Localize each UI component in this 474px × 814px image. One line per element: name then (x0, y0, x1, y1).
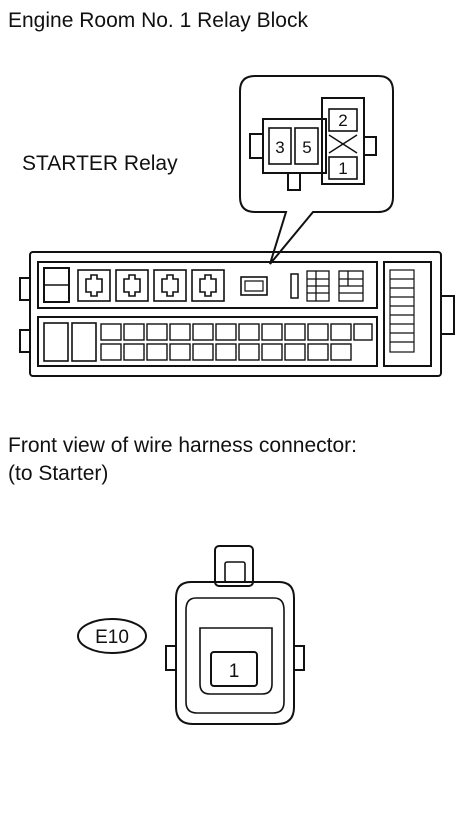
connector-heading-line1: Front view of wire harness connector: (8, 434, 357, 457)
relay-block-body (19, 251, 455, 377)
connector-heading-line2: (to Starter) (8, 462, 109, 485)
relay-terminal-5: 5 (302, 138, 311, 157)
relay-terminal-1: 1 (338, 159, 347, 178)
side-connector-pins (389, 269, 415, 353)
mini-fuse-grid (100, 323, 373, 361)
starter-relay-label: STARTER Relay (22, 152, 178, 175)
block-title: Engine Room No. 1 Relay Block (8, 9, 308, 32)
relay-connector-enlarged (249, 97, 377, 191)
connector-terminal-1: 1 (229, 661, 240, 682)
mini-relay-grid (306, 270, 364, 302)
fuse-slots-large (77, 269, 225, 302)
relay-callout-bubble (239, 75, 394, 265)
relay-terminal-2: 2 (338, 111, 347, 130)
connector-code-label: E10 (95, 627, 129, 648)
starter-relay-slot (240, 276, 268, 296)
relay-terminal-3: 3 (275, 138, 284, 157)
wire-harness-connector (165, 545, 305, 725)
connector-code-badge (77, 618, 147, 654)
